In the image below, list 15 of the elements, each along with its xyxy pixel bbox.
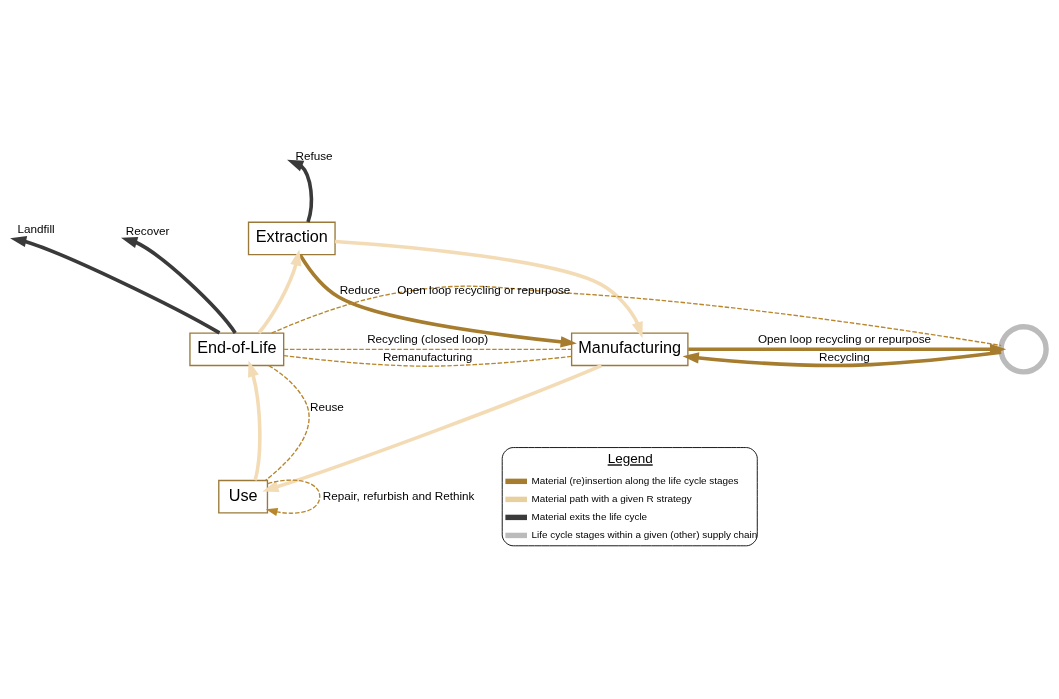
edge-label: Reduce — [339, 282, 380, 296]
edge-label: Recycling (closed loop) — [367, 331, 489, 345]
edge-label: Refuse — [295, 148, 333, 162]
edge-label: Landfill — [17, 221, 55, 235]
edge-label: Reuse — [310, 399, 344, 413]
edge-label: Recycling — [819, 349, 870, 363]
label: Legend — [607, 450, 653, 466]
legend-label: Material (re)insertion along the life cycle stages — [531, 474, 739, 486]
legend-label: Material path with a given R strategy — [531, 492, 692, 504]
edge-label: Repair, refurbish and Rethink — [322, 488, 475, 502]
legend-label: Material exits the life cycle — [531, 510, 648, 522]
legend-label: Life cycle stages within a given (other) supply chain — [531, 528, 758, 540]
edge-label: Remanufacturing — [383, 349, 473, 363]
edge-label: Open loop recycling or repurpose — [757, 331, 931, 345]
edge-label: Recover — [125, 223, 170, 237]
